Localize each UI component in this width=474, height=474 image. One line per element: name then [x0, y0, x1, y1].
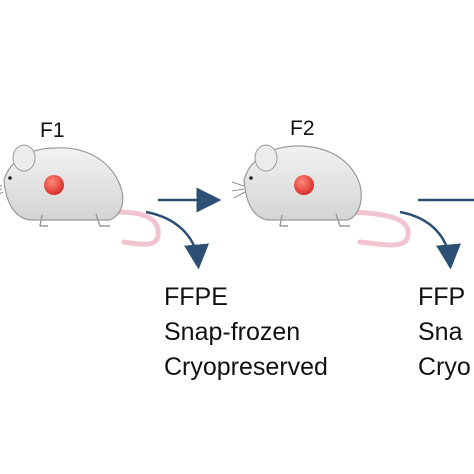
mouse-back-leg [95, 213, 110, 227]
sample-list-f2: FFP Sna Cryo [418, 280, 471, 385]
sample-item: Snap-frozen [164, 318, 301, 346]
sample-item: Cryopreserved [164, 353, 328, 381]
mouse-front-leg [39, 214, 48, 227]
mouse-f2 [231, 144, 411, 248]
sample-item: FFP [418, 283, 466, 311]
mouse-ear [254, 144, 278, 172]
mouse-front-leg [279, 214, 288, 227]
mouse-tail [349, 209, 411, 248]
mouse-whiskers [231, 181, 246, 199]
mouse-ear [12, 144, 36, 172]
mouse-tail [115, 209, 161, 247]
mouse-f1 [0, 144, 161, 247]
sample-item: Cryo [418, 353, 471, 381]
sample-item: FFPE [164, 283, 228, 311]
mouse-back-leg [335, 213, 350, 227]
sample-item: Sna [418, 318, 463, 346]
sample-list-f1: FFPE Snap-frozen Cryopreserved [164, 280, 328, 385]
mouse-eye [249, 176, 253, 180]
mouse-eye [8, 176, 12, 180]
tumor-f2 [294, 175, 314, 195]
sampling-arrow-f2 [399, 210, 461, 270]
stage-label-f1: F1 [40, 119, 65, 142]
mouse-whiskers [0, 184, 4, 195]
stage-label-f2: F2 [290, 117, 315, 140]
sampling-arrow-f1 [145, 210, 209, 270]
tumor-f1 [44, 175, 64, 195]
